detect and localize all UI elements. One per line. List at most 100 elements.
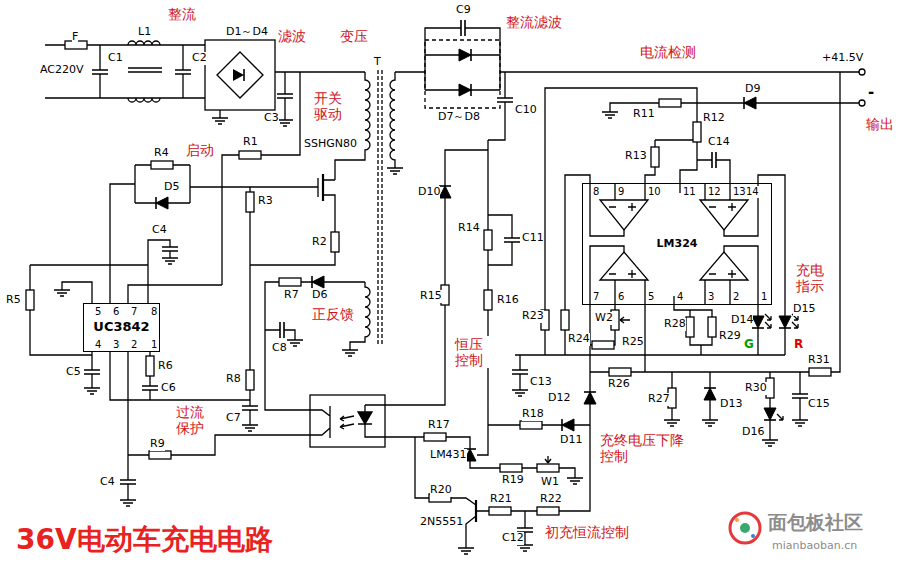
wires-part [110,165,190,303]
component-symbols-part [243,69,245,81]
wires-part [590,183,758,305]
function-note: 输出 [866,116,894,132]
part-label: D16 [742,426,764,439]
part-label: R6 [158,360,173,373]
part-label: R3 [258,195,273,208]
function-note: 启动 [186,142,214,158]
component-symbols-part [484,230,492,250]
led-color-mark: G [744,338,754,352]
function-note: 过流 保护 [176,404,210,436]
component-symbols-part [233,69,244,81]
part-label: R31 [808,354,830,367]
component-symbols-part [162,258,178,264]
component-symbols-part [791,394,809,398]
component-symbols-part [146,356,154,376]
watermark-logo-part [751,534,755,538]
part-label: SSHGN80 [304,138,357,151]
component-symbols-part [809,368,831,376]
component-symbols-part [792,420,808,426]
wires-part [515,175,785,390]
component-symbols-part [537,464,559,472]
wires-part [415,437,476,522]
component-symbols-part [567,478,583,484]
part-label: C11 [522,232,544,245]
component-symbols-part [764,408,776,420]
part-label: D10 [418,186,440,199]
function-note: 恒压 控制 [455,336,489,368]
pin-number: 14 [746,186,759,198]
component-symbols-part [484,290,492,310]
component-symbols-part [752,316,764,328]
part-label: R20 [430,484,452,497]
part-label: R1 [243,136,258,149]
component-symbols-part [241,406,259,410]
component-symbols-part [141,386,159,390]
component-symbols-part [280,321,284,339]
part-label: R8 [226,373,241,386]
pin-number: 2 [131,339,137,351]
pin-number: 1 [151,339,157,351]
wires-part [310,395,385,447]
wires-part [600,200,748,280]
part-label: +41.5V [822,52,863,65]
wires-part [205,40,275,110]
watermark-logo-part [735,518,739,522]
watermark-logo [730,513,760,543]
component-symbols-part [279,278,301,286]
component-symbols-part [439,186,451,198]
function-note: 正反馈 [312,306,354,322]
component-symbols-part [54,290,70,296]
component-symbols-part [503,238,521,242]
component-symbols-part [119,480,137,484]
part-label: D15 [793,303,815,316]
pin-number: 4 [677,291,683,303]
part-label: R17 [428,419,450,432]
part-label: C5 [66,366,81,379]
part-label: W2 [595,312,613,325]
wires-part [310,406,330,438]
function-note: 开关 驱动 [314,90,348,122]
part-label: D1～D4 [226,26,268,39]
wires-part [358,412,372,424]
component-symbols-part [517,545,533,551]
component-symbols-part [708,317,716,337]
component-symbols-part [489,507,511,515]
component-symbols-part [276,94,294,98]
component-symbols-part [592,341,614,349]
part-label: C4 [100,476,115,489]
wires-part [340,416,354,429]
part-label: C4 [152,224,167,237]
part-label: R9 [150,438,165,451]
component-symbols-part [441,285,449,305]
part-label: R30 [745,382,767,395]
pin-number: 6 [113,306,119,318]
part-label: R13 [625,150,647,163]
component-symbols-part [693,122,701,142]
function-note: 初充恒流控制 [545,524,629,540]
component-symbols-part [459,49,471,61]
wires-part [385,140,575,478]
watermark-logo-part [730,513,760,543]
component-symbols-part [562,419,574,431]
part-label: C10 [515,104,537,117]
component-symbols-part [461,19,465,37]
wires-part [110,352,310,500]
pin-number: 6 [618,291,624,303]
part-label: C8 [272,342,287,355]
part-label: D5 [164,181,179,194]
component-symbols-part [664,420,680,426]
part-label: C9 [456,4,471,17]
component-symbols-part [744,97,756,109]
pin-number: 3 [708,291,714,303]
part-label: R27 [648,393,670,406]
wires-part [217,52,263,98]
wires-part [322,174,324,201]
component-symbols-part [458,548,474,554]
component-symbols-part [120,500,136,506]
wires-part [425,28,500,90]
component-symbols-part [712,151,716,169]
component-symbols-part [287,340,303,346]
pin-number: 7 [131,306,137,318]
part-label: D6 [312,289,327,302]
